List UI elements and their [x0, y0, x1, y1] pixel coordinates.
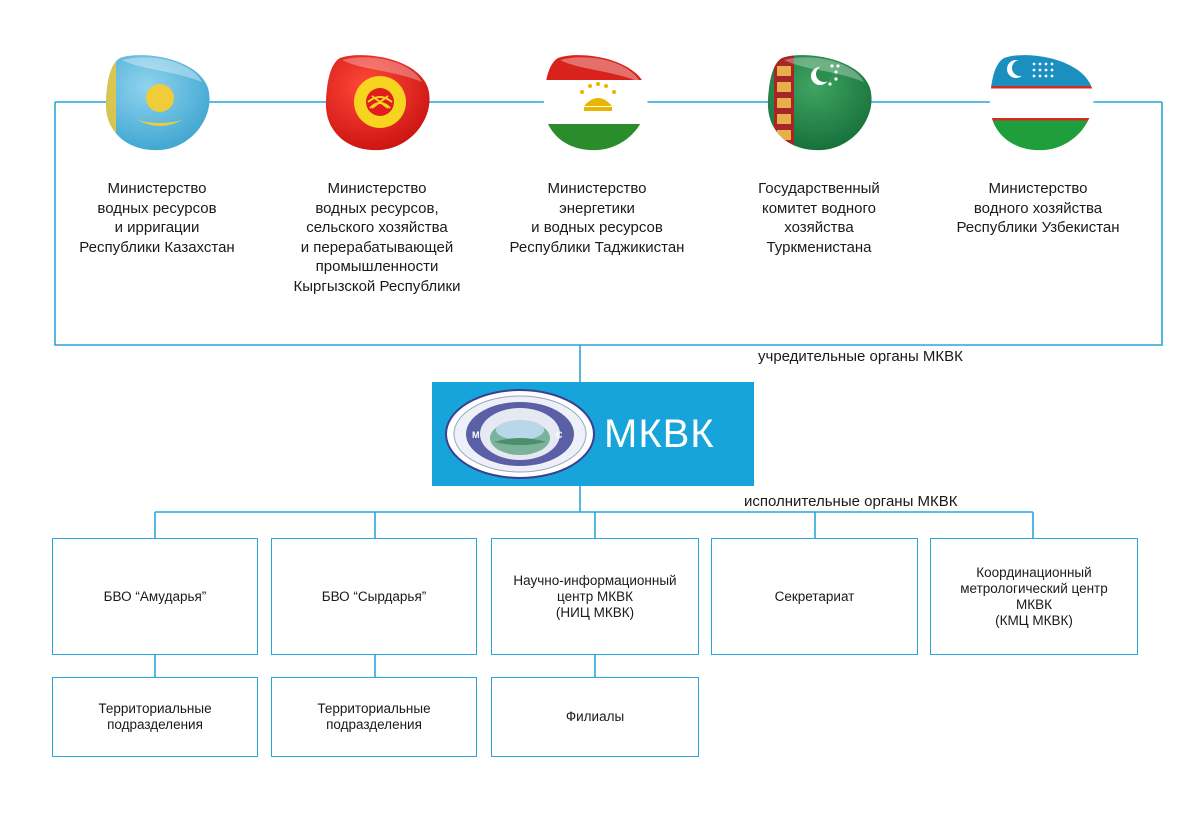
- uzbekistan-flag-icon: [989, 55, 1094, 151]
- executive-box-syrdarya: БВО “Сырдарья”: [271, 538, 477, 655]
- kyrgyzstan-flag-icon: [325, 55, 430, 151]
- kazakhstan-flag-icon: [105, 55, 210, 151]
- subunit-box-sic-branches: Филиалы: [491, 677, 699, 757]
- executive-bus-line: [154, 511, 1034, 538]
- executive-bodies-caption: исполнительные органы МКВК: [744, 493, 958, 510]
- executive-box-secretariat: Секретариат: [711, 538, 918, 655]
- executive-box-amudarya: БВО “Амударья”: [52, 538, 258, 655]
- founders-bracket: [54, 101, 1163, 346]
- mkvk-title: МКВК: [604, 412, 715, 456]
- founding-bodies-caption: учредительные органы МКВК: [758, 348, 963, 365]
- svg-text:M: M: [472, 430, 480, 440]
- turkmenistan-flag-icon: [767, 55, 872, 151]
- svg-text:C: C: [556, 430, 563, 440]
- tajikistan-flag-icon: [543, 55, 648, 151]
